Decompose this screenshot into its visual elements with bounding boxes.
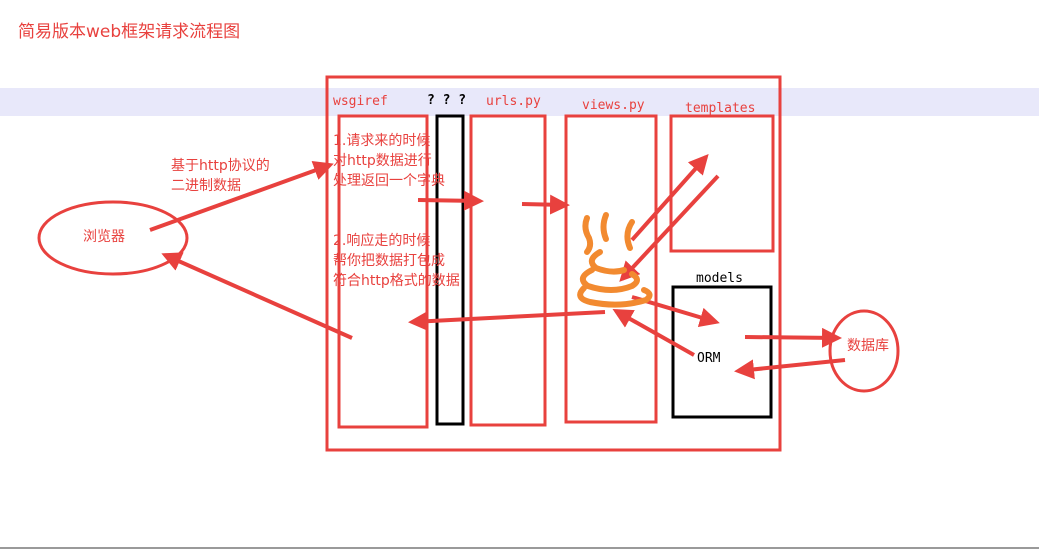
browser-label: 浏览器 bbox=[83, 229, 125, 245]
templates-label: templates bbox=[685, 101, 756, 116]
arrow-wsgiref-to-browser bbox=[161, 252, 353, 340]
wsgiref-label: wsgiref bbox=[333, 94, 388, 109]
arrow-views-to-templates bbox=[630, 154, 709, 242]
database-label: 数据库 bbox=[847, 338, 889, 354]
templates-box bbox=[669, 114, 775, 253]
diagram-title: 简易版本web框架请求流程图 bbox=[18, 22, 241, 42]
http-binary-label-1: 基于http协议的 bbox=[171, 158, 270, 174]
arrow-database-to-orm bbox=[734, 358, 846, 380]
response-note-1: 2.响应走的时候 bbox=[333, 233, 431, 249]
response-note-2: 帮你把数据打包成 bbox=[333, 253, 445, 269]
request-note-3: 处理返回一个字典 bbox=[333, 173, 445, 189]
arrow-to-urls bbox=[417, 190, 484, 211]
arrow-views-to-wsgiref bbox=[408, 310, 606, 332]
views-label: views.py bbox=[582, 98, 645, 113]
urls-label: urls.py bbox=[486, 94, 541, 109]
unknown-box bbox=[435, 114, 465, 426]
views-box bbox=[564, 114, 658, 424]
request-note-2: 对http数据进行 bbox=[333, 153, 432, 169]
urls-box bbox=[469, 114, 547, 427]
bottom-border bbox=[0, 547, 1039, 549]
models-label: models bbox=[696, 271, 743, 286]
arrow-orm-to-views bbox=[612, 309, 695, 357]
http-binary-label-2: 二进制数据 bbox=[171, 178, 241, 194]
arrow-browser-to-wsgiref bbox=[149, 161, 334, 232]
wsgiref-box bbox=[337, 114, 429, 429]
arrow-templates-to-views bbox=[619, 174, 720, 282]
doodle-icon bbox=[577, 212, 653, 308]
response-note-3: 符合http格式的数据 bbox=[333, 273, 460, 289]
browser-node bbox=[37, 200, 189, 276]
arrow-to-views bbox=[521, 194, 570, 215]
unknown-label: ? ? ? bbox=[427, 93, 467, 108]
request-note-1: 1.请求来的时候 bbox=[333, 133, 431, 149]
models-box bbox=[671, 285, 773, 419]
orm-label: ORM bbox=[697, 351, 721, 366]
database-node bbox=[828, 309, 900, 393]
framework-box bbox=[325, 75, 782, 452]
header-band bbox=[0, 88, 1039, 116]
arrow-orm-to-database bbox=[744, 327, 842, 348]
